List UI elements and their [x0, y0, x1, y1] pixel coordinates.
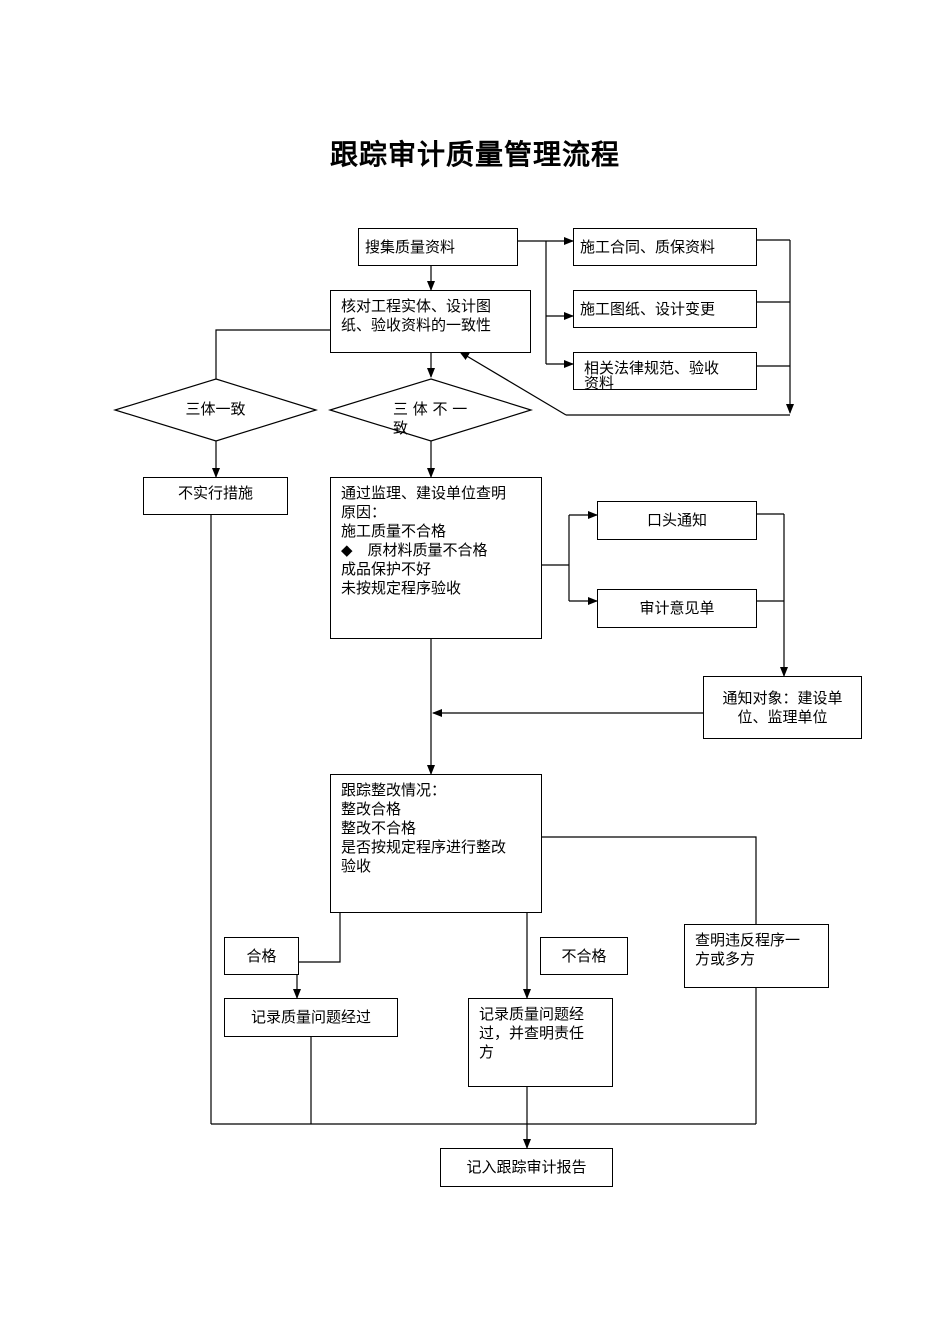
record-fail-box: 记录质量问题经 过，并查明责任 方	[468, 998, 613, 1087]
drawings-label: 施工图纸、设计变更	[580, 299, 716, 318]
collect-label: 搜集质量资料	[365, 237, 456, 256]
cause-label-line: 原因：	[341, 503, 387, 521]
laws-box: 相关法律规范、验收 资料	[573, 352, 757, 392]
pass-box: 合格	[224, 937, 299, 975]
fail-box: 不合格	[540, 937, 628, 975]
track-label-line: 是否按规定程序进行整改	[341, 838, 507, 856]
laws-label-line: 资料	[584, 374, 615, 392]
cause-label-line: 通过监理、建设单位查明	[341, 484, 507, 502]
drawings-box: 施工图纸、设计变更	[573, 290, 757, 328]
inconsistent-label-line: 致	[393, 419, 409, 437]
track-label-line: 跟踪整改情况：	[341, 781, 447, 799]
report-label: 记入跟踪审计报告	[466, 1158, 587, 1176]
page-title: 跟踪审计质量管理流程	[329, 138, 620, 171]
verify-label-line: 核对工程实体、设计图	[341, 297, 492, 315]
verify-consistency-box: 核对工程实体、设计图 纸、验收资料的一致性	[330, 290, 531, 353]
cause-investigation-box: 通过监理、建设单位查明 原因： 施工质量不合格 ◆ 原材料质量不合格 成品保护不…	[330, 477, 542, 639]
audit-opinion-box: 审计意见单	[597, 589, 757, 628]
inconsistent-label-line: 三 体 不 一	[393, 400, 468, 418]
inconsistent-diamond: 三 体 不 一 致	[393, 400, 513, 438]
violation-box: 查明违反程序一 方或多方	[684, 924, 829, 988]
no-measure-label: 不实行措施	[177, 484, 253, 502]
collect-quality-data-box: 搜集质量资料	[358, 228, 518, 266]
record-fail-label-line: 方	[479, 1043, 495, 1061]
audit-opinion-label: 审计意见单	[639, 599, 715, 617]
violation-label-line: 查明违反程序一	[695, 931, 801, 949]
violation-label-line: 方或多方	[695, 950, 756, 968]
track-label-line: 整改合格	[341, 800, 402, 818]
record-pass-box: 记录质量问题经过	[224, 998, 398, 1037]
cause-label-line: 施工质量不合格	[341, 522, 447, 540]
record-fail-label-line: 记录质量问题经	[479, 1005, 585, 1023]
track-label-line: 验收	[341, 857, 372, 875]
cause-label-line: 未按规定程序验收	[341, 579, 462, 597]
oral-notice-box: 口头通知	[597, 501, 757, 540]
verify-label-line: 纸、验收资料的一致性	[341, 316, 492, 334]
notify-target-box: 通知对象：建设单 位、监理单位	[703, 676, 862, 739]
record-fail-label-line: 过，并查明责任	[479, 1024, 585, 1042]
no-measure-box: 不实行措施	[143, 477, 288, 515]
audit-report-box: 记入跟踪审计报告	[440, 1148, 613, 1187]
laws-label-line: 相关法律规范、验收	[584, 359, 720, 377]
contract-label: 施工合同、质保资料	[580, 237, 716, 256]
track-rectification-box: 跟踪整改情况： 整改合格 整改不合格 是否按规定程序进行整改 验收	[330, 774, 542, 913]
notify-label-line: 通知对象：建设单	[722, 688, 843, 707]
track-label-line: 整改不合格	[341, 819, 417, 837]
cause-label-line: ◆ 原材料质量不合格	[341, 541, 488, 559]
consistent-diamond: 三体一致	[115, 400, 316, 419]
consistent-label: 三体一致	[185, 400, 246, 418]
pass-label: 合格	[246, 946, 277, 965]
oral-label: 口头通知	[646, 511, 707, 529]
notify-label-line: 位、监理单位	[737, 707, 828, 726]
cause-label-line: 成品保护不好	[341, 560, 432, 578]
record-pass-label: 记录质量问题经过	[250, 1008, 371, 1026]
contract-docs-box: 施工合同、质保资料	[573, 228, 757, 266]
fail-label: 不合格	[561, 946, 607, 965]
